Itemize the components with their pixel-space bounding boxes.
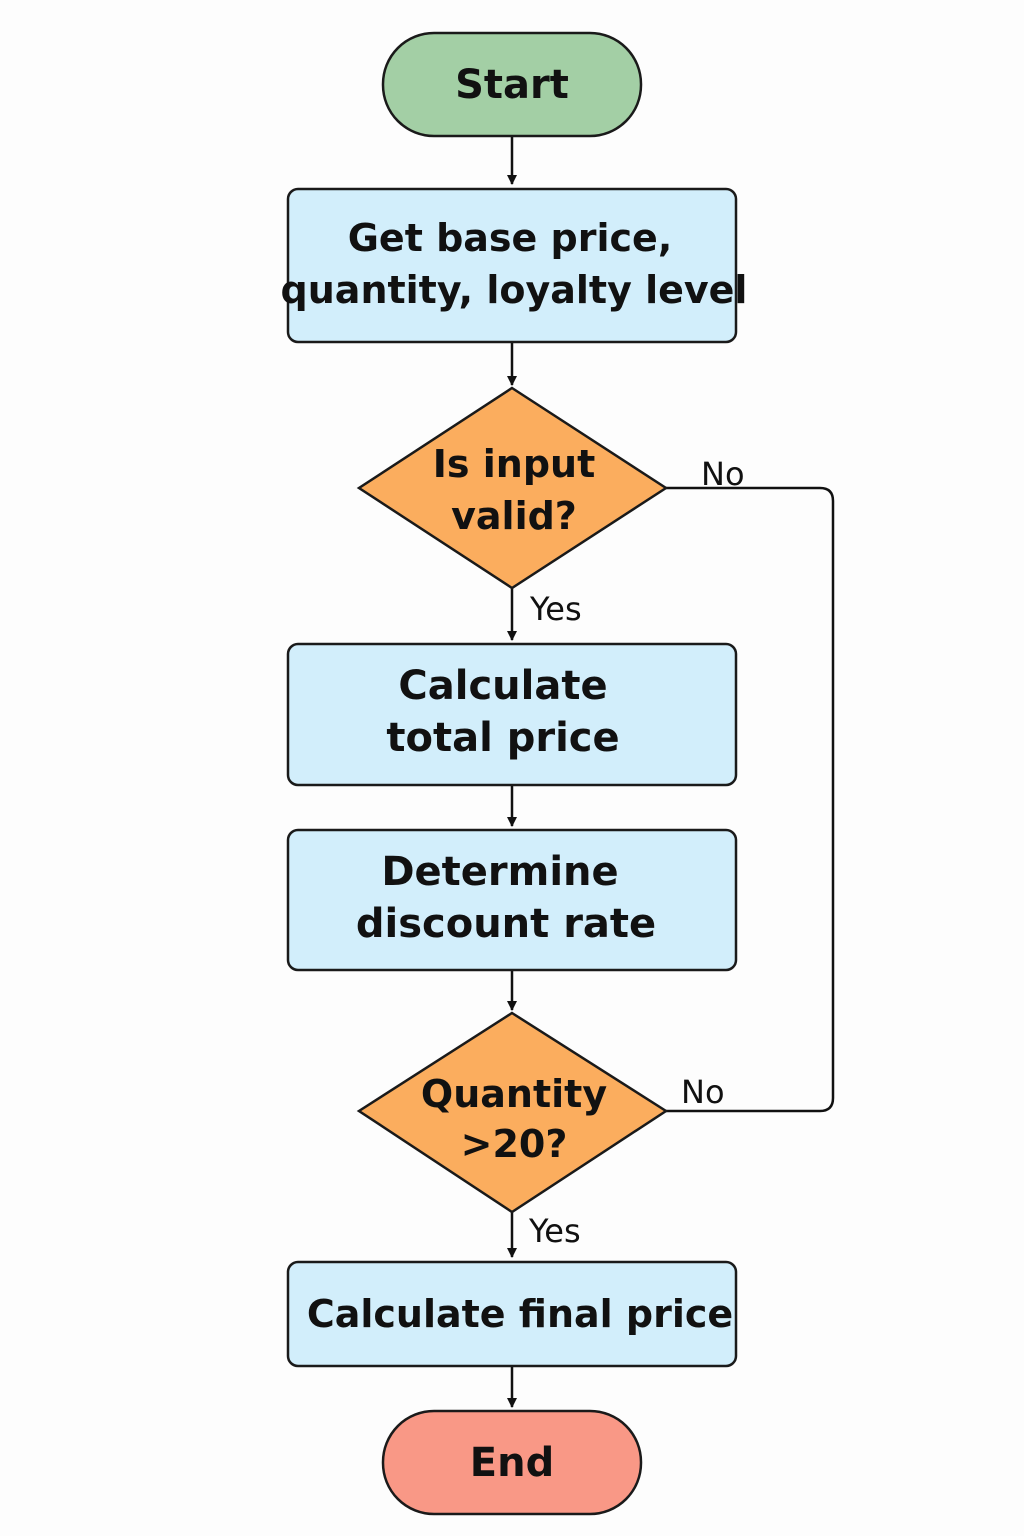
end-terminal: [381, 1409, 643, 1516]
end-label: End: [470, 1440, 554, 1486]
total-price-box: [286, 642, 738, 787]
discount-rate-label-line2: discount rate: [356, 901, 656, 947]
discount-rate-label-line1: Determine: [381, 849, 618, 895]
validate-decision-diamond: [356, 386, 669, 590]
start-label: Start: [455, 62, 569, 108]
quantity-label-line1: Quantity: [421, 1072, 607, 1116]
start-terminal: [381, 31, 643, 138]
edge-no-loop: [666, 486, 835, 1113]
validate-label-line1: Is input: [433, 442, 595, 486]
validate-label-line2: valid?: [451, 494, 577, 538]
quantity-yes-label: Yes: [528, 1212, 581, 1250]
quantity-decision-diamond: [356, 1011, 669, 1214]
discount-rate-box: [286, 828, 738, 972]
get-input-label-line2: quantity, loyalty level: [281, 268, 748, 312]
quantity-label-line2: >20?: [461, 1122, 568, 1166]
get-input-box: [286, 187, 738, 344]
validate-yes-label: Yes: [529, 590, 582, 628]
total-price-label-line2: total price: [386, 715, 619, 761]
final-price-label: Calculate final price: [307, 1292, 733, 1336]
total-price-label-line1: Calculate: [398, 663, 607, 709]
quantity-no-label: No: [681, 1073, 725, 1111]
validate-no-label: No: [701, 455, 745, 493]
final-price-box: [286, 1260, 738, 1368]
get-input-label-line1: Get base price,: [348, 216, 673, 260]
